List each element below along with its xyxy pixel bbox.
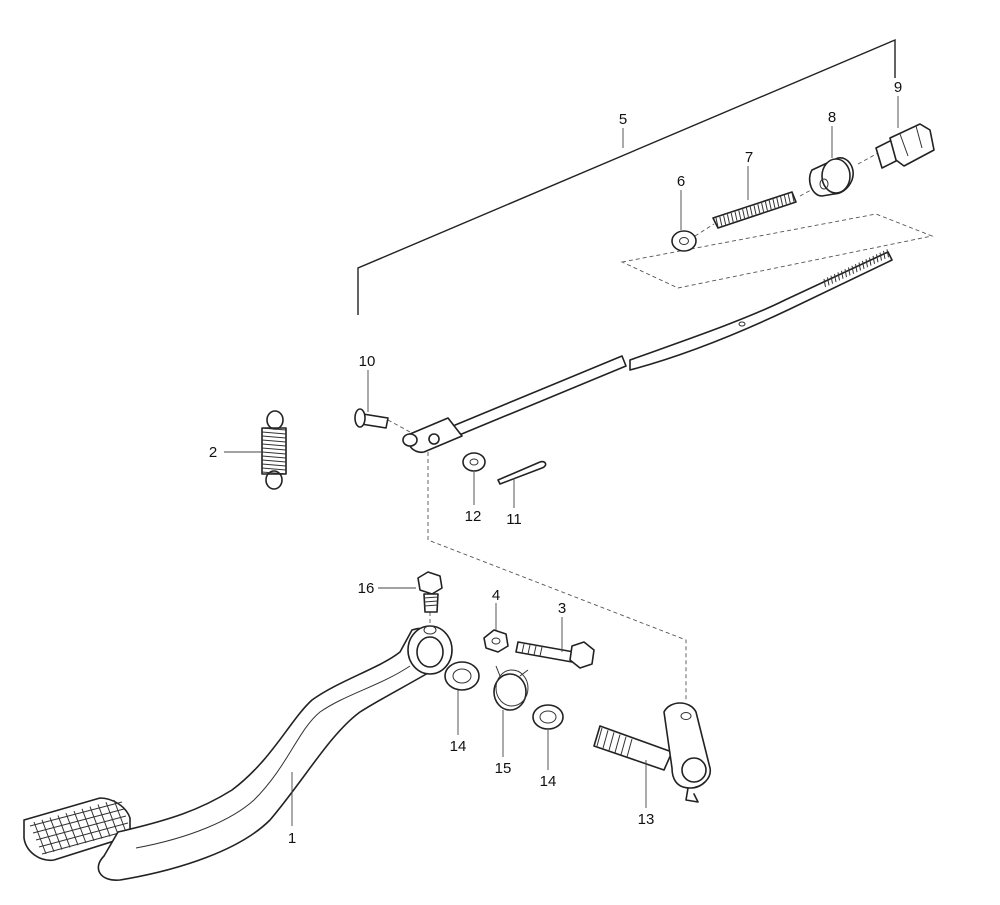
- rod-spring-part: [712, 191, 797, 229]
- callout-8: 8: [828, 109, 836, 126]
- callout-15: 15: [495, 760, 512, 777]
- brake-rod-part: [402, 249, 893, 454]
- trunnion-part: [808, 157, 854, 197]
- pivot-bolt-part: [417, 571, 443, 613]
- callout-12: 12: [465, 508, 482, 525]
- washer-part-12: [462, 452, 486, 472]
- return-spring-part: [261, 410, 287, 490]
- callout-11: 11: [506, 511, 522, 528]
- callout-2: 2: [209, 444, 217, 461]
- leader-lines: [224, 96, 899, 826]
- callout-5: 5: [619, 111, 627, 128]
- cotter-pin-part: [497, 460, 547, 485]
- alignment-dashed-line-10: [387, 419, 411, 433]
- washer-part-6: [671, 230, 697, 252]
- callout-7: 7: [745, 149, 753, 166]
- nut-part: [483, 629, 509, 653]
- callout-9: 9: [894, 79, 902, 96]
- washer-part-14-right: [532, 704, 564, 730]
- brake-arm-shaft-part: [593, 702, 712, 803]
- callout-1: 1: [288, 830, 296, 847]
- clevis-pin-part: [354, 408, 389, 429]
- callout-6: 6: [677, 173, 685, 190]
- washer-part-14-left: [444, 661, 480, 691]
- long-bolt-part: [515, 641, 595, 669]
- callout-14-left: 14: [450, 738, 467, 755]
- subassembly-dashed-box: [620, 213, 934, 289]
- callout-10: 10: [359, 353, 376, 370]
- alignment-dashed-line: [427, 452, 687, 700]
- assembly-bracket-5: [357, 38, 896, 315]
- callout-13: 13: [638, 811, 655, 828]
- callout-labels: 1 2 3 4 5 6 7 8 9 10 11 12 13 14 14 15 1…: [209, 79, 902, 847]
- adjuster-nut-part: [875, 123, 935, 169]
- alignment-dashed-line-9: [857, 151, 881, 165]
- callout-14-right: 14: [540, 773, 557, 790]
- callout-3: 3: [558, 600, 566, 617]
- torsion-spring-part: [493, 665, 529, 711]
- callout-16: 16: [358, 580, 375, 597]
- callout-4: 4: [492, 587, 500, 604]
- alignment-dashed-line-6: [694, 223, 715, 237]
- brake-pedal-part: [23, 625, 453, 881]
